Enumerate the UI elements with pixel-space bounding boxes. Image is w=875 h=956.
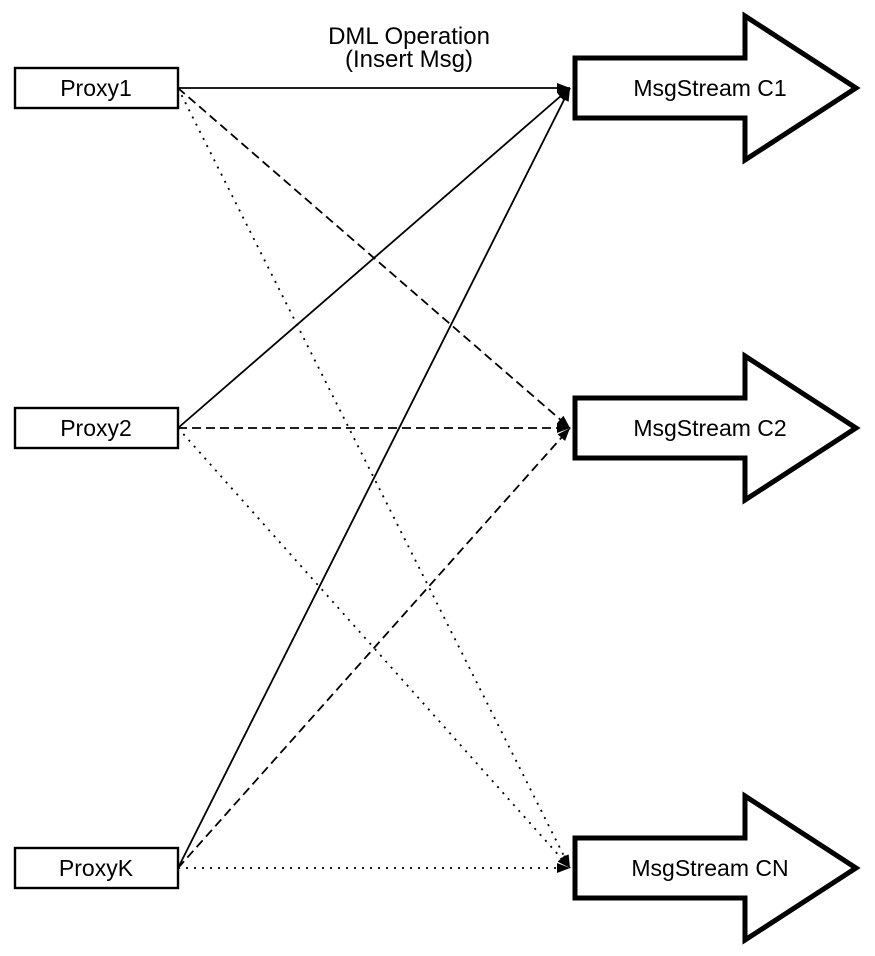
proxyk-node: ProxyK — [13, 846, 180, 890]
proxy1-label: Proxy1 — [60, 75, 132, 101]
connection-proxyk-c1 — [177, 87, 571, 869]
msgstream-c1-node: MsgStream C1 — [572, 11, 861, 165]
proxy2-node: Proxy2 — [13, 406, 180, 450]
msgstream-c2-label: MsgStream C2 — [633, 415, 786, 441]
proxy2-box — [13, 406, 180, 450]
msgstream-c2-node: MsgStream C2 — [572, 351, 861, 505]
proxy1-box — [13, 66, 180, 110]
connection-proxy1-cn — [177, 87, 571, 869]
proxy1-node: Proxy1 — [13, 66, 180, 110]
msgstream-cn-node: MsgStream CN — [572, 791, 861, 945]
msgstream-cn-arrow-shape — [572, 791, 861, 945]
msgstream-c1-arrow-shape — [572, 11, 861, 165]
connection-proxyk-c2 — [177, 427, 571, 869]
proxy2-label: Proxy2 — [60, 415, 132, 441]
proxyk-label: ProxyK — [59, 855, 134, 881]
connections-layer — [177, 83, 571, 873]
msgstream-c2-arrow-shape — [572, 351, 861, 505]
connection-proxy1-c2 — [177, 87, 571, 429]
dml-operation-annotation-line2: (Insert Msg) — [345, 46, 473, 73]
dml-operation-annotation-line1: DML Operation — [328, 23, 490, 50]
msgstream-c1-label: MsgStream C1 — [633, 75, 786, 101]
msgstream-cn-label: MsgStream CN — [631, 855, 788, 881]
proxyk-box — [13, 846, 180, 890]
